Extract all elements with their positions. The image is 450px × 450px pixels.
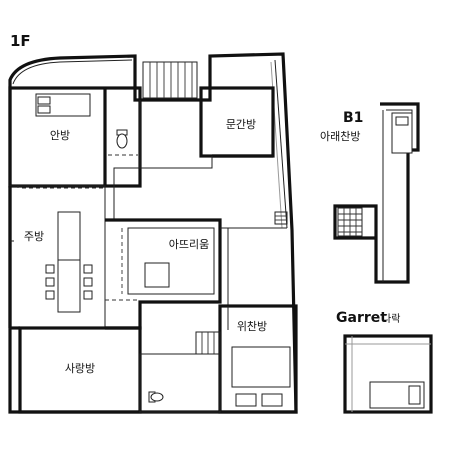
room-label-anbang: 안방 xyxy=(50,129,70,142)
atrium-skylight xyxy=(144,262,170,288)
garret-outline xyxy=(343,334,433,414)
dining-chairs xyxy=(45,264,93,300)
wc-2 xyxy=(139,353,221,413)
basement-stair xyxy=(337,207,363,237)
ground-floor-plan xyxy=(8,52,298,414)
floor-b1-heading: B1 xyxy=(343,110,363,126)
atrium-dash xyxy=(105,228,138,301)
toilet-1 xyxy=(116,129,128,149)
basement-plan xyxy=(333,102,420,284)
basement-outline xyxy=(333,102,420,284)
room-label-mungan: 문간방 xyxy=(226,118,256,131)
floor-garret-heading: Garret 다락 xyxy=(336,310,400,326)
room-label-wichan: 위찬방 xyxy=(237,319,267,333)
inner-hall xyxy=(105,100,141,221)
garret-label: Garret xyxy=(336,310,387,326)
room-label-araechan: 아래찬방 xyxy=(320,129,360,143)
middle-stair xyxy=(195,331,221,355)
atrium-inner xyxy=(127,227,215,295)
room-label-jubang: 주방 xyxy=(24,230,44,243)
courtyard-top xyxy=(140,156,213,169)
front-stair xyxy=(142,61,198,99)
bed-anbang xyxy=(35,93,91,117)
bed-wichan xyxy=(231,346,291,407)
floor-1f-heading: 1F xyxy=(10,32,31,50)
toilet-2 xyxy=(148,391,164,403)
kitchen-counter xyxy=(57,211,81,313)
garret-plan xyxy=(343,334,433,414)
yard-edge xyxy=(274,59,288,229)
garret-sublabel: 다락 xyxy=(382,313,400,325)
room-label-sarang: 사랑방 xyxy=(65,362,95,375)
outer-wall xyxy=(8,52,298,414)
room-label-atrium: 아뜨리움 xyxy=(169,238,209,251)
side-stair xyxy=(274,211,288,225)
right-corridor xyxy=(220,227,287,306)
outer-wall-inner-line xyxy=(12,59,133,85)
bed-garret xyxy=(369,381,425,409)
bed-araechan xyxy=(391,112,413,154)
